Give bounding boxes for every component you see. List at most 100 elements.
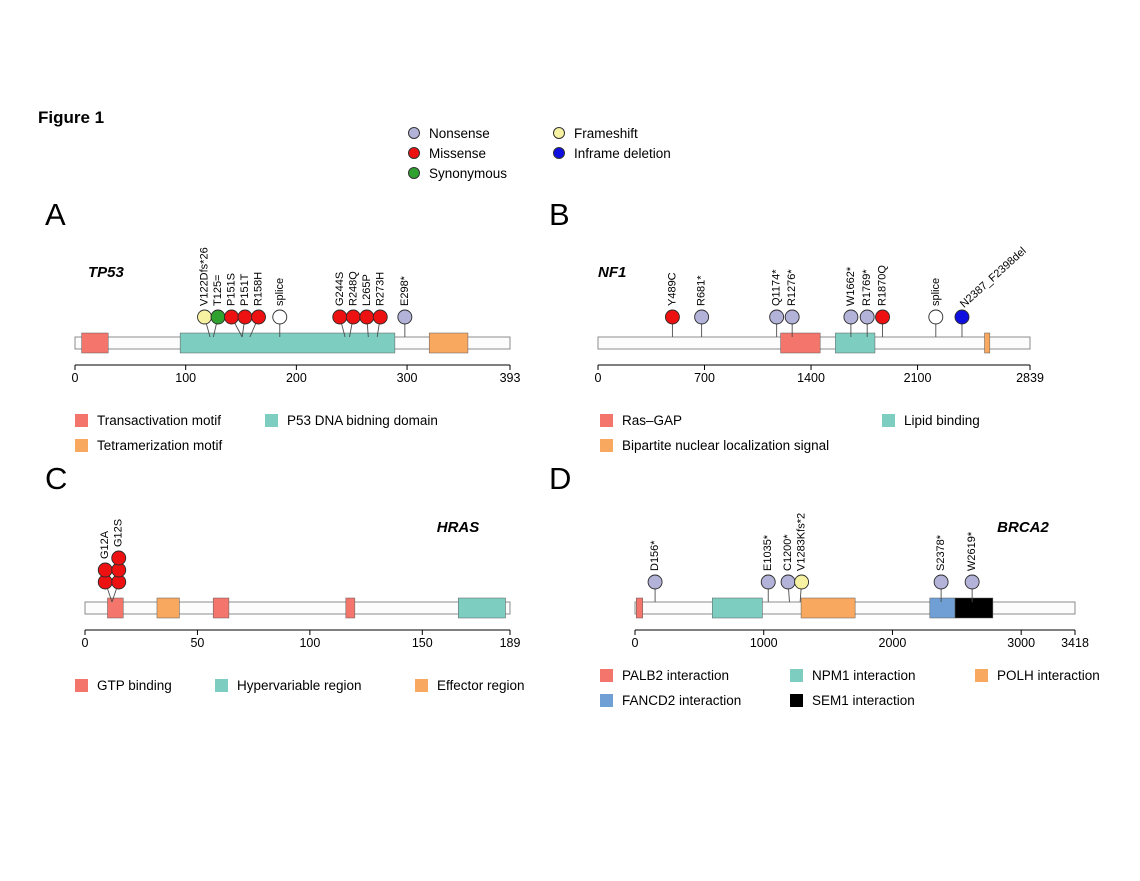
axis-tick-label: 3418 [1061, 636, 1089, 650]
domain-legend-label: PALB2 interaction [622, 668, 730, 683]
domain-legend-item: NPM1 interaction [790, 668, 975, 683]
mutation-circle [237, 309, 253, 325]
axis-tick-label: 50 [190, 636, 204, 650]
domain-rect [835, 332, 876, 354]
mutation-label: Q1174* [771, 269, 783, 306]
mutation-circle [784, 309, 800, 325]
domain-color-swatch [415, 679, 428, 692]
domain-legend-column: Hypervariable region [215, 678, 415, 693]
mutation-circle [664, 309, 680, 325]
mutation-circle [272, 309, 288, 325]
legend-label: Inframe deletion [574, 145, 671, 161]
domain-legend-item: FANCD2 interaction [600, 693, 790, 708]
domain-color-swatch [600, 669, 613, 682]
mutation-circle [928, 309, 944, 325]
axis-tick-label: 0 [595, 371, 602, 385]
axis-tick-label: 100 [175, 371, 196, 385]
mutation-label: G12S [113, 519, 125, 547]
mutation-circle [251, 309, 266, 325]
mutation-circle [875, 309, 891, 325]
figure-title: Figure 1 [38, 108, 105, 127]
axis-tick-label: 300 [397, 371, 418, 385]
mutation-label: splice [274, 278, 286, 306]
domain-legend-label: Lipid binding [904, 413, 980, 428]
domain-rect [984, 332, 991, 354]
mutation-circle [954, 309, 970, 325]
legend-item-nonsense: Nonsense [408, 126, 553, 141]
domain-rect [345, 597, 356, 619]
axis-tick-label: 393 [500, 371, 521, 385]
domain-color-swatch [600, 439, 613, 452]
mutation-label: E298* [399, 275, 411, 306]
domain-legend-column: POLH interaction [975, 668, 1100, 708]
mutation-circle [332, 309, 348, 325]
mutation-label: P151T [239, 273, 251, 306]
legend-item-missense: Missense [408, 146, 553, 161]
mutation-circle [372, 309, 388, 325]
mutation-label: L265P [361, 274, 373, 306]
domain-legend-item: Transactivation motif [75, 413, 265, 428]
inframe-deletion-color-icon [553, 147, 565, 159]
domain-legend-item: Effector region [415, 678, 525, 693]
domain-legend-item: SEM1 interaction [790, 693, 975, 708]
mutation-circle [859, 309, 875, 325]
gene-name-label: HRAS [437, 519, 480, 536]
domain-legend-item: Lipid binding [882, 413, 980, 428]
domain-legend-label: SEM1 interaction [812, 693, 915, 708]
mutation-label: C1200* [782, 534, 794, 571]
mutation-circle [359, 309, 375, 325]
mutation-circle [794, 574, 810, 590]
domain-rect [428, 332, 469, 354]
mutation-legend-column-1: Nonsense Missense Synonymous [408, 126, 553, 181]
gene-name-label: NF1 [598, 264, 626, 281]
gene-name-label: BRCA2 [997, 519, 1049, 536]
domain-rect [107, 597, 124, 619]
mutation-circle [97, 562, 113, 578]
domain-legend-label: Bipartite nuclear localization signal [622, 438, 830, 453]
domain-legend-label: Transactivation motif [97, 413, 222, 428]
mutation-legend-column-2: Frameshift Inframe deletion [553, 126, 671, 180]
domain-color-swatch [790, 669, 803, 682]
domain-legend-column: NPM1 interaction SEM1 interaction [790, 668, 975, 708]
domain-legend-column: Lipid binding [882, 413, 980, 453]
mutation-circle [345, 309, 361, 325]
domain-legend-column: Effector region [415, 678, 525, 693]
mutation-label: R1870Q [877, 265, 889, 306]
domain-legend-column: Transactivation motif Tetramerization mo… [75, 413, 265, 453]
mutation-circle [197, 309, 212, 325]
mutation-label: V122Dfs*26 [199, 247, 211, 306]
tp53-domain-legend: Transactivation motif Tetramerization mo… [75, 413, 438, 453]
mutation-label: G12A [99, 530, 111, 559]
domain-legend-label: POLH interaction [997, 668, 1100, 683]
domain-rect [179, 332, 396, 354]
domain-rect [711, 597, 763, 619]
legend-item-synonymous: Synonymous [408, 166, 553, 181]
domain-legend-column: Ras–GAP Bipartite nuclear localization s… [600, 413, 882, 453]
mutation-label: W2619* [966, 531, 978, 571]
legend-item-inframe-deletion: Inframe deletion [553, 145, 671, 161]
axis-tick-label: 2100 [904, 371, 932, 385]
domain-legend-label: P53 DNA bidning domain [287, 413, 438, 428]
domain-color-swatch [215, 679, 228, 692]
domain-legend-label: Ras–GAP [622, 413, 683, 428]
mutation-label: R1769* [861, 269, 873, 306]
domain-legend-item: Bipartite nuclear localization signal [600, 438, 882, 453]
mutation-label: Y489C [666, 272, 678, 306]
hras-domain-legend: GTP binding Hypervariable region Effecto… [75, 678, 525, 693]
mutation-type-legend: Nonsense Missense Synonymous Frameshift … [408, 126, 671, 181]
axis-tick-label: 700 [694, 371, 715, 385]
mutation-circle [769, 309, 785, 325]
mutation-label: splice [930, 278, 942, 306]
synonymous-color-icon [408, 167, 420, 179]
domain-color-swatch [265, 414, 278, 427]
axis-tick-label: 0 [632, 636, 639, 650]
domain-legend-item: POLH interaction [975, 668, 1100, 683]
domain-rect [156, 597, 180, 619]
domain-color-swatch [75, 679, 88, 692]
domain-legend-label: Hypervariable region [237, 678, 362, 693]
mutation-label: R1276* [786, 269, 798, 306]
mutation-circle [647, 574, 663, 590]
axis-tick-label: 3000 [1007, 636, 1035, 650]
mutation-circle [111, 550, 127, 566]
